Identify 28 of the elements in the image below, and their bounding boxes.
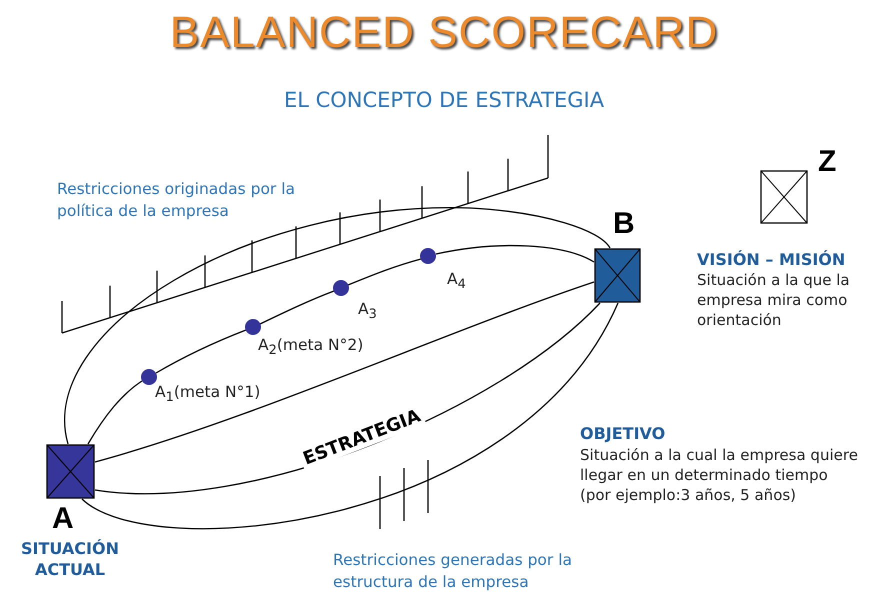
position-letter: A [52,503,74,535]
objective-heading: OBJETIVO [580,424,666,443]
connector-line [64,207,610,444]
connector-line [156,329,246,374]
connector-line [260,290,334,325]
connector-line [94,281,594,463]
situation-caption: SITUACIÓN ACTUAL [20,538,120,580]
milestone-label: A$_{2}$(meta N°2) [258,336,364,358]
milestone-dot [141,369,157,385]
connector-line [87,380,142,444]
objective-description: Situación a la cual la empresa quiere llegar en un determinado tiempo (por ejemplo:3 años, 5 años) [580,445,859,505]
constraint-note: Restricciones originadas por la política de la empresa [57,179,296,222]
position-letter: B [613,208,635,240]
vision-description: Situación a la que la empresa mira como orientación [697,270,851,330]
constraint-note: Restricciones generadas por la estructura de la empresa [333,550,574,592]
milestone-dot [420,248,436,264]
subtitle: EL CONCEPTO DE ESTRATEGIA [282,88,606,112]
milestone-label: A$_{4}$ [447,270,466,292]
connector-line [348,258,422,286]
milestone-dot [333,280,349,296]
position-letter: Z [818,146,836,178]
milestone-label: A$_{1}$(meta N°1) [155,383,260,406]
title: BALANCED SCORECARD [168,8,720,58]
vision-heading: VISIÓN – MISIÓN [697,250,846,269]
milestone-dot [245,319,261,335]
connector-line [82,302,619,529]
milestone-label: A$_{3}$ [358,300,377,322]
connector-line [436,244,594,263]
